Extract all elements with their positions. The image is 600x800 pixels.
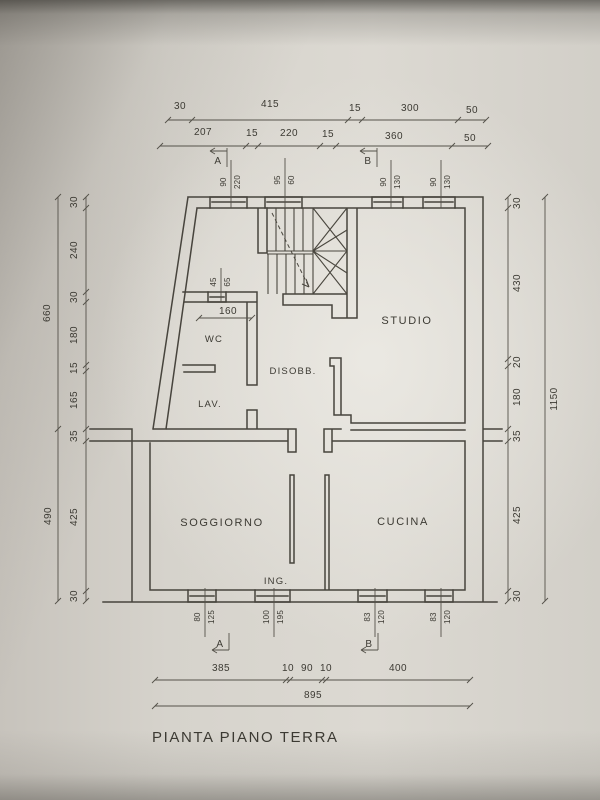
dim-li-240: 240 <box>69 241 80 259</box>
dim-li-15: 15 <box>69 362 80 374</box>
dim-top1-300: 300 <box>401 103 419 114</box>
opening-label-90-130b: 90 130 <box>429 160 452 208</box>
dim-bot1-10b: 10 <box>320 663 332 674</box>
dim-bot2-895: 895 <box>304 690 322 701</box>
opening-w: 80 <box>193 612 202 622</box>
room-label-disobb: DISOBB. <box>270 366 317 377</box>
dim-left-490: 490 <box>43 507 54 525</box>
room-label-ing: ING. <box>264 576 288 587</box>
opening-label-83-120b: 83 120 <box>429 588 452 637</box>
stair-walk-arrow <box>301 278 310 288</box>
opening-w: 90 <box>379 177 388 187</box>
stair-steps <box>267 207 348 295</box>
section-marker-a-bottom: A <box>211 633 230 654</box>
dim-li-165: 165 <box>69 391 80 409</box>
staircase <box>267 207 348 295</box>
dim-li-180: 180 <box>69 326 80 344</box>
dim-right-1150: 1150 <box>549 387 560 410</box>
room-label-wc: WC <box>205 334 223 345</box>
dim-top2-15a: 15 <box>246 128 258 139</box>
window-frames <box>187 196 456 603</box>
dim-bot1-90: 90 <box>301 663 313 674</box>
dim-ri-30a: 30 <box>512 197 523 209</box>
section-marker-b-bottom: B <box>360 633 379 654</box>
marker-letter: A <box>216 639 223 650</box>
opening-w: 95 <box>273 175 282 185</box>
opening-h: 130 <box>443 175 452 189</box>
opening-labels: 90 220 95 60 90 130 90 130 45 65 80 125 <box>193 158 452 637</box>
dimension-chains: 30 415 15 300 50 207 15 220 15 360 50 66… <box>42 99 560 710</box>
opening-label-83-120a: 83 120 <box>363 588 386 637</box>
dim-bot1-400: 400 <box>389 663 407 674</box>
walls <box>89 196 503 603</box>
opening-h: 195 <box>276 610 285 624</box>
dim-left-660: 660 <box>42 304 53 322</box>
room-label-studio: STUDIO <box>381 315 432 327</box>
section-markers: A B A B <box>209 147 379 654</box>
dim-ri-20: 20 <box>512 356 523 368</box>
dim-ticks <box>54 116 549 710</box>
dim-top1-30: 30 <box>174 101 186 112</box>
opening-label-80-125: 80 125 <box>193 588 216 637</box>
opening-w: 100 <box>262 610 271 624</box>
opening-h: 130 <box>393 175 402 189</box>
section-marker-a-top: A <box>209 147 228 167</box>
dim-top1-415: 415 <box>261 99 279 110</box>
dim-top1-50: 50 <box>466 105 478 116</box>
room-label-cucina: CUCINA <box>377 516 429 528</box>
opening-w: 90 <box>429 177 438 187</box>
room-labels: WC LAV. DISOBB. STUDIO SOGGIORNO CUCINA … <box>180 315 432 587</box>
marker-letter: B <box>364 156 371 167</box>
opening-w: 45 <box>209 277 218 287</box>
marker-letter: B <box>365 639 372 650</box>
opening-label-100-195: 100 195 <box>262 588 285 637</box>
dim-lines <box>57 119 546 707</box>
dim-ri-430: 430 <box>512 274 523 292</box>
opening-h: 120 <box>443 610 452 624</box>
opening-w: 83 <box>429 612 438 622</box>
dim-li-425: 425 <box>69 508 80 526</box>
dim-wc-160: 160 <box>219 306 237 317</box>
opening-h: 220 <box>233 175 242 189</box>
section-marker-b-top: B <box>359 147 378 167</box>
room-label-soggiorno: SOGGIORNO <box>180 517 263 529</box>
dim-top1-15: 15 <box>349 103 361 114</box>
dim-top2-15b: 15 <box>322 129 334 140</box>
dim-ri-180: 180 <box>512 388 523 406</box>
opening-label-95-60: 95 60 <box>273 158 296 208</box>
dim-ri-30b: 30 <box>512 590 523 602</box>
opening-h: 125 <box>207 610 216 624</box>
dim-li-35: 35 <box>69 430 80 442</box>
dim-top2-207: 207 <box>194 127 212 138</box>
opening-label-45-65: 45 65 <box>209 268 232 302</box>
opening-label-90-130a: 90 130 <box>379 160 402 208</box>
dim-bot1-10a: 10 <box>282 663 294 674</box>
dim-ri-425: 425 <box>512 506 523 524</box>
opening-w: 90 <box>219 177 228 187</box>
plan-title: PIANTA PIANO TERRA <box>152 729 339 746</box>
opening-label-90-220: 90 220 <box>219 160 242 208</box>
dim-li-30b: 30 <box>69 291 80 303</box>
dim-ri-35: 35 <box>512 430 523 442</box>
dim-top2-360: 360 <box>385 131 403 142</box>
room-label-lav: LAV. <box>198 399 222 410</box>
dim-top2-50: 50 <box>464 133 476 144</box>
marker-letter: A <box>214 156 221 167</box>
dim-li-30c: 30 <box>69 590 80 602</box>
wall-outline <box>89 196 503 603</box>
opening-w: 83 <box>363 612 372 622</box>
opening-h: 65 <box>223 277 232 287</box>
opening-h: 120 <box>377 610 386 624</box>
dim-top2-220: 220 <box>280 128 298 139</box>
opening-h: 60 <box>287 175 296 185</box>
dim-bot1-385: 385 <box>212 663 230 674</box>
dim-li-30a: 30 <box>69 196 80 208</box>
